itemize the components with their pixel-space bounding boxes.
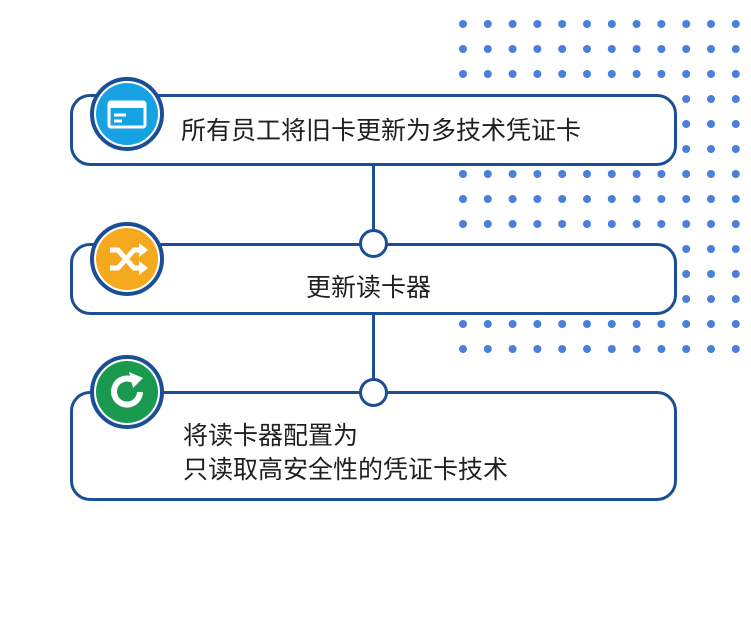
connector-knob-2 [359,378,388,407]
step-3-badge [90,355,164,429]
step-3-label-line-1: 将读卡器配置为 [183,421,359,450]
step-1-box: 所有员工将旧卡更新为多技术凭证卡 [70,94,677,166]
connector-line-2 [372,311,375,394]
shuffle-icon [96,228,158,290]
step-3-box: 将读卡器配置为 只读取高安全性的凭证卡技术 [70,391,677,501]
step-3-label-line-2: 只读取高安全性的凭证卡技术 [183,455,509,484]
connector-knob-1 [359,229,388,258]
step-2-badge [90,222,164,296]
step-2-label: 更新读卡器 [306,273,432,302]
step-1-badge [90,77,164,151]
card-icon [96,83,158,145]
refresh-icon [96,361,158,423]
step-1-label: 所有员工将旧卡更新为多技术凭证卡 [181,116,582,145]
connector-line-1 [372,163,375,246]
